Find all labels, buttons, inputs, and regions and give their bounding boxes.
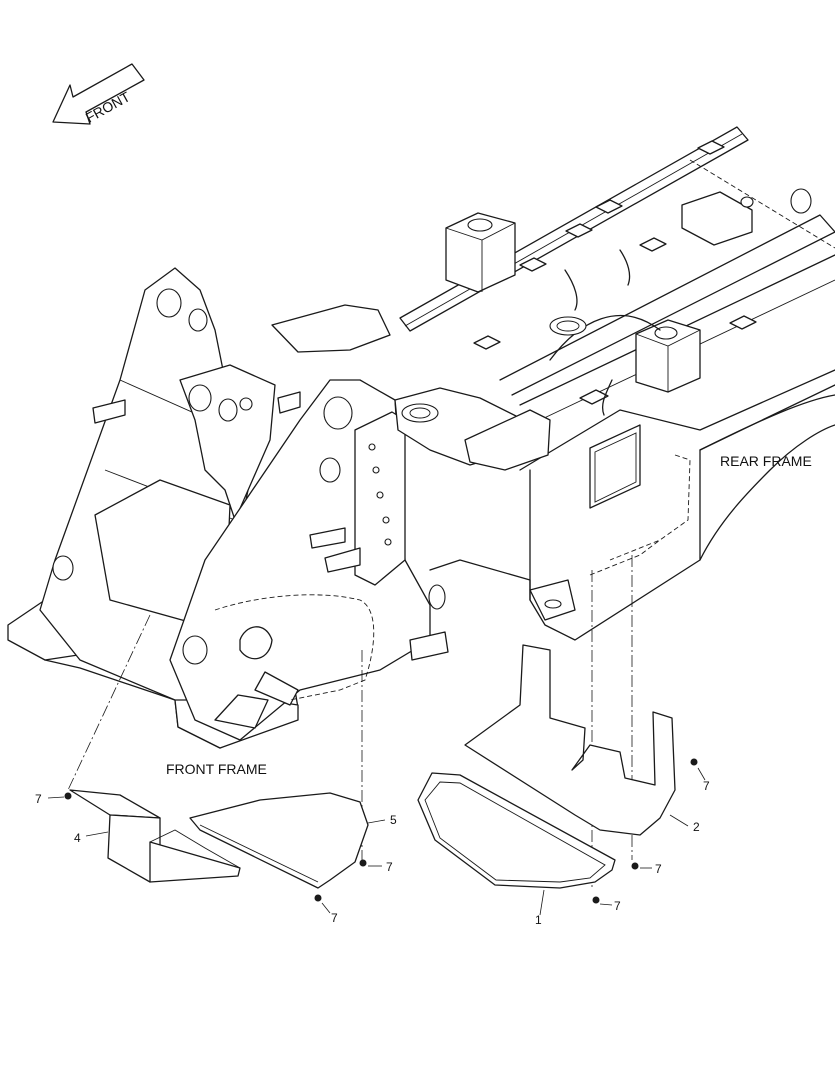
rear-frame-access-opening [589,424,641,509]
front-frame-label: FRONT FRAME [166,761,267,777]
front-arrow-label: FRONT [83,88,133,126]
bolt-7-f [690,758,698,766]
bolt-7-d [592,896,600,904]
front-frame-pin-bore-lower-left [52,555,74,581]
front-direction-arrow: FRONT [52,63,145,126]
callout-7-b: 7 [386,860,393,874]
callout-leaders [47,767,706,916]
callout-7-e: 7 [655,862,662,876]
callout-7-a: 7 [35,792,42,806]
front-frame-pin-bore-right [323,396,353,430]
bolts-part-7 [64,758,698,904]
part-2-guard-panel [464,644,676,836]
rear-frame-pivot-bore [549,316,587,336]
part-1-guard-plate [417,772,616,889]
assembly-centerlines [67,539,661,890]
front-frame-pin-bore-upper-left [156,288,182,318]
callout-2: 2 [693,820,700,834]
rear-frame [399,126,835,641]
callout-1: 1 [535,913,542,927]
callout-4: 4 [74,831,81,845]
bolt-7-e [631,862,639,870]
rear-frame-label: REAR FRAME [720,453,812,469]
front-frame [7,267,551,749]
bolt-7-c [314,894,322,902]
callout-5: 5 [390,813,397,827]
part-5-guard-plate [189,792,369,889]
bolt-7-b [359,859,367,867]
callout-7-c: 7 [331,911,338,925]
bolt-7-a [64,792,72,800]
callout-7-d: 7 [614,899,621,913]
part-4-guard-bracket [69,789,241,883]
center-pivot-bore [401,403,439,423]
callout-7-f: 7 [703,779,710,793]
rear-frame-round-opening [790,188,812,214]
